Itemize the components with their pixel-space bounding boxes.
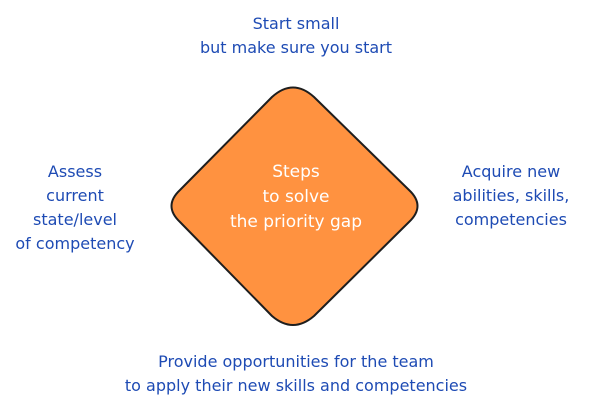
top-step-line: Start small (252, 14, 340, 33)
center-label-line: to solve (262, 187, 330, 207)
bottom-step-line: to apply their new skills and competenci… (124, 376, 468, 395)
center-label-line: Steps (272, 162, 320, 182)
center-label-line: the priority gap (229, 212, 363, 232)
left-step-line: of competency (15, 234, 135, 253)
center-label: Steps to solve the priority gap (196, 160, 396, 235)
bottom-step-line: Provide opportunities for the team (158, 352, 434, 371)
left-step-line: current (46, 186, 104, 205)
right-step-line: abilities, skills, (452, 186, 570, 205)
right-step-line: competencies (455, 210, 567, 229)
left-step-label: Assess current state/level of competency (0, 160, 150, 256)
bottom-step-label: Provide opportunities for the team to ap… (30, 350, 562, 398)
center-diamond (170, 86, 419, 326)
left-step-line: Assess (47, 162, 103, 181)
top-step-line: but make sure you start (199, 38, 393, 57)
top-step-label: Start small but make sure you start (96, 12, 496, 60)
right-step-label: Acquire new abilities, skills, competenc… (430, 160, 592, 232)
right-step-line: Acquire new (461, 162, 561, 181)
left-step-line: state/level (33, 210, 117, 229)
